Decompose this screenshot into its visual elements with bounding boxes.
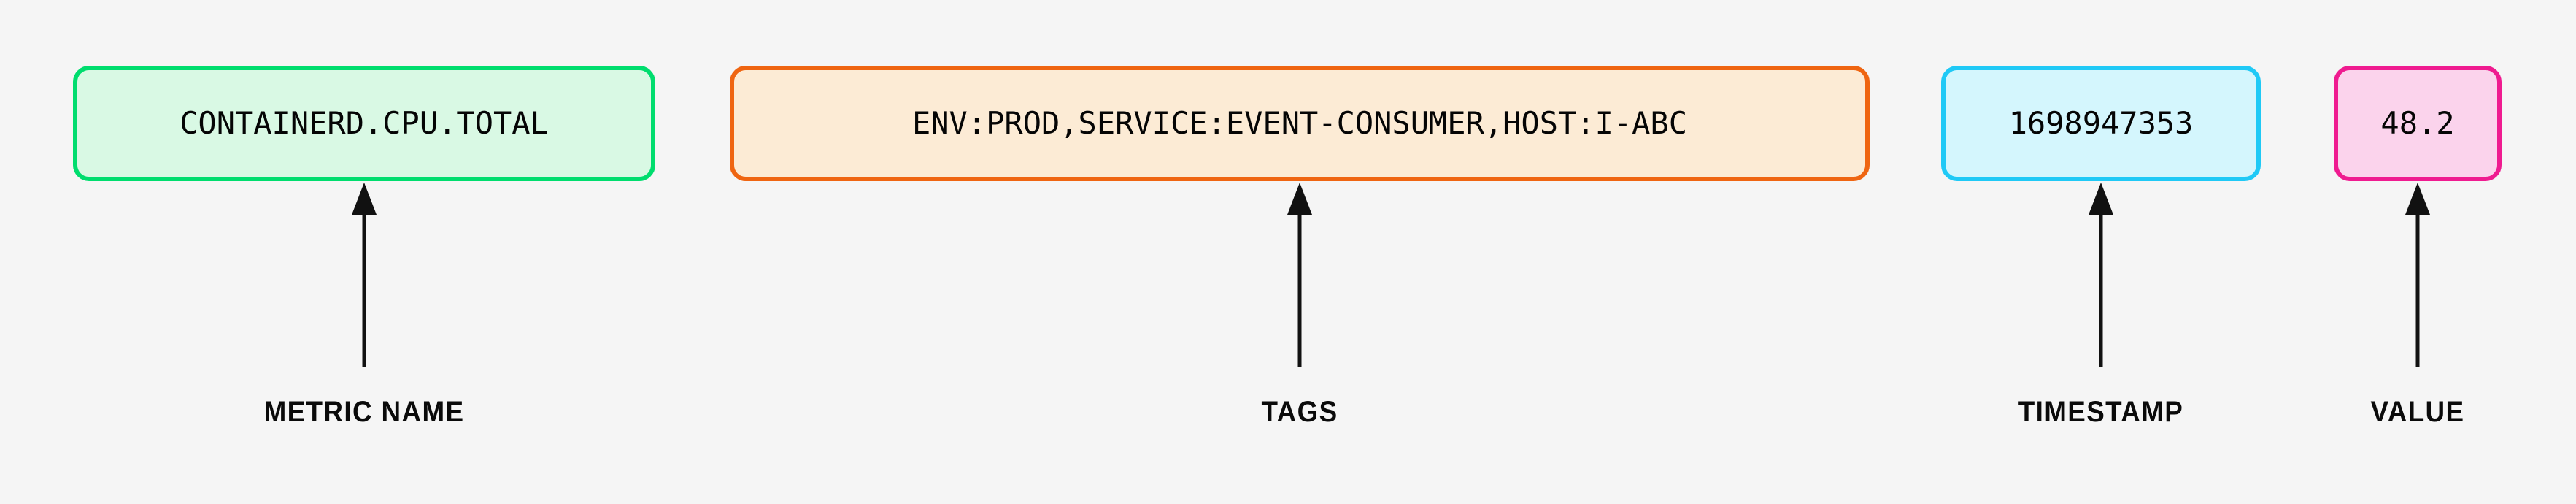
- caption-tags: TAGS: [1261, 396, 1338, 428]
- field-value-timestamp: 1698947353: [2008, 105, 2194, 141]
- caption-timestamp: TIMESTAMP: [2018, 396, 2184, 428]
- field-box-tags: ENV:PROD,SERVICE:EVENT-CONSUMER,HOST:I-A…: [730, 66, 1870, 181]
- field-value-value: 48.2: [2380, 105, 2455, 141]
- arrow-up-icon-value: [2402, 183, 2434, 367]
- field-value-metric_name: CONTAINERD.CPU.TOTAL: [180, 105, 549, 141]
- caption-value: VALUE: [2370, 396, 2465, 428]
- field-value-tags: ENV:PROD,SERVICE:EVENT-CONSUMER,HOST:I-A…: [911, 105, 1688, 141]
- field-box-value: 48.2: [2334, 66, 2502, 181]
- field-box-metric_name: CONTAINERD.CPU.TOTAL: [73, 66, 655, 181]
- field-box-timestamp: 1698947353: [1941, 66, 2261, 181]
- arrow-up-icon-metric_name: [348, 183, 380, 367]
- caption-metric_name: METRIC NAME: [263, 396, 465, 428]
- arrow-up-icon-tags: [1284, 183, 1316, 367]
- arrow-up-icon-timestamp: [2085, 183, 2117, 367]
